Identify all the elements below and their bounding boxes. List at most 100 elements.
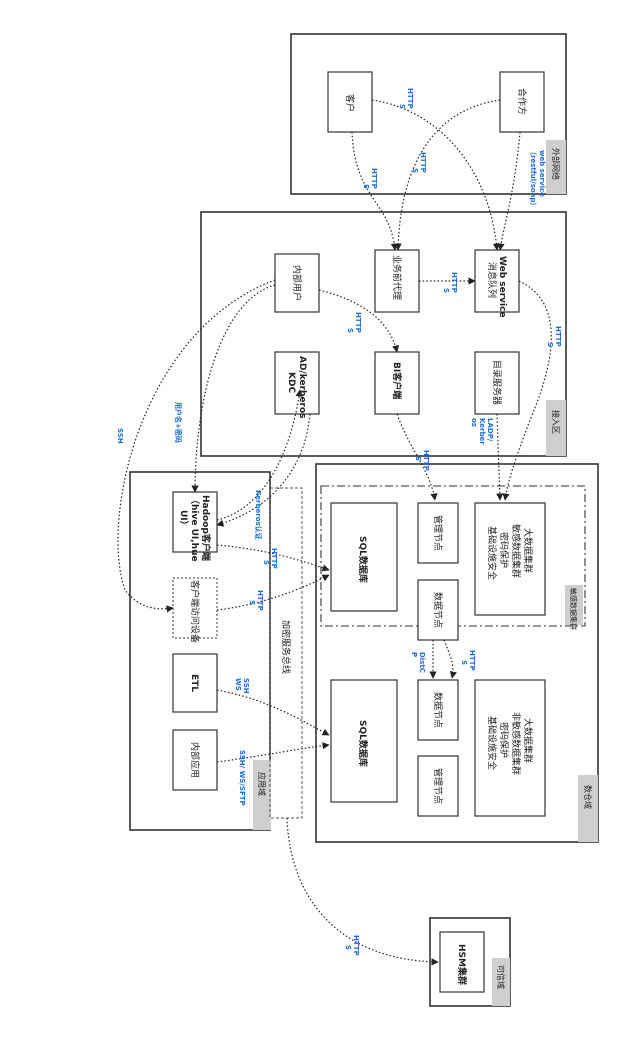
edge-directory-bigdata (496, 413, 504, 501)
edge-label-https-11: HTTP S (344, 935, 360, 956)
encryption-bus (269, 487, 303, 819)
node-hadoop-client-label3: UI） (178, 510, 189, 530)
node-bigdata-1-line4: 基础设施安全 (486, 526, 498, 580)
node-data-node-2-label: 数据节点 (432, 692, 444, 728)
edge-kdc-hadoop (216, 413, 311, 527)
zone-sensitive-title: 敏感数据集群 (569, 588, 578, 630)
edge-label-https-4: HTTP S (442, 272, 458, 293)
node-partner-label: 合作方 (516, 88, 528, 115)
edge-label-https-7: HTTP S (414, 450, 430, 471)
zone-application-title: 应用域 (257, 772, 267, 796)
svg-text:LADP/: LADP/ (486, 418, 494, 442)
edge-label-ssh-sftp: SSH/ WS/SFTP (238, 750, 246, 806)
edge-label-ssh: SSH (116, 428, 124, 444)
svg-text:HTTP: HTTP (370, 168, 378, 189)
edge-etl-sqldb (216, 689, 330, 736)
edge-label-https-2: HTTP S (411, 152, 427, 173)
node-client-access-label: 客户端访问设备 (189, 580, 201, 643)
edge-label-https-9: HTTP S (248, 590, 264, 611)
node-sql-db-1-label: SQL数据库 (357, 536, 369, 583)
node-mgmt-node-2 (417, 755, 459, 817)
node-hsm (439, 931, 485, 993)
svg-text:S: S (248, 600, 256, 605)
node-hadoop-client-label1: Hadoop客户端 (200, 495, 212, 561)
node-customer (327, 71, 373, 133)
edge-label-https-1: HTTP S (398, 88, 414, 109)
zone-application-tab (253, 760, 271, 830)
zone-external-title: 外部网络 (551, 148, 561, 180)
zone-access-tab (546, 400, 566, 456)
edge-label-user-pass: 用户名+密码 (174, 402, 183, 443)
edge-bi-mgmt (396, 413, 438, 501)
node-business-proxy-label: 业务前代理 (391, 255, 403, 300)
edge-webservice-bigdata (502, 280, 552, 501)
svg-text:os: os (470, 418, 478, 427)
node-web-service-label: Web service (497, 256, 507, 318)
node-ad-kdc-label1: AD/kerberos (297, 356, 307, 419)
svg-text:S: S (362, 184, 370, 189)
edge-label-distcp: DistC P (410, 652, 426, 673)
node-bigdata-2-line1: 大数据集群 (522, 718, 534, 763)
node-bigdata-1 (474, 502, 546, 616)
node-bigdata-1-line1: 大数据集群 (522, 528, 534, 573)
node-etl-label: ETL (189, 674, 199, 692)
svg-text:HTTP: HTTP (468, 650, 476, 671)
node-etl (172, 653, 218, 713)
svg-text:S: S (442, 288, 450, 293)
node-sql-db-2 (330, 679, 398, 803)
node-partner (499, 71, 545, 133)
node-data-node-1 (417, 579, 459, 641)
svg-text:S: S (344, 945, 352, 950)
node-data-node-1-label: 数据节点 (432, 592, 444, 628)
node-business-proxy (374, 249, 420, 313)
edge-label-https-8: HTTP S (262, 548, 278, 569)
svg-text:HTTP: HTTP (554, 326, 562, 347)
edge-label-https-10: HTTP S (460, 650, 476, 671)
svg-text:P: P (410, 652, 418, 657)
edge-label-https-5: HTTP S (346, 312, 362, 333)
node-ad-kdc-label2: KDC (286, 372, 296, 393)
svg-text:HTTP: HTTP (419, 152, 427, 173)
edge-app-sqldb (216, 742, 330, 763)
svg-text:web service: web service (538, 150, 546, 197)
zone-external-tab (546, 140, 566, 194)
svg-text:HTTP: HTTP (406, 88, 414, 109)
edge-customer-webservice (371, 99, 501, 251)
edge-user-clientaccess (117, 279, 276, 613)
svg-text:HTTP: HTTP (352, 935, 360, 956)
node-ad-kdc (274, 351, 320, 415)
edge-label-webservice: web service （restful/soap） (529, 148, 546, 209)
node-bigdata-2-line2: 非敏感数据集群 (510, 712, 522, 775)
edge-user-hadoop (191, 284, 276, 493)
edge-datanode-right (443, 639, 457, 679)
node-bi-client-label: BI客户端 (391, 362, 403, 399)
edge-partner-webservice (497, 131, 521, 251)
edge-user-bi (318, 289, 400, 353)
zone-access-title: 接入区 (551, 410, 561, 434)
zone-datawarehouse (315, 463, 599, 843)
node-web-service (474, 249, 520, 313)
svg-text:S: S (411, 168, 419, 173)
node-mgmt-node-1-label: 管理节点 (432, 515, 444, 551)
node-client-access (172, 577, 218, 639)
edge-hadoop-sqldb (216, 544, 330, 572)
svg-text:DistC: DistC (418, 652, 426, 673)
node-internal-app-label: 内部应用 (189, 742, 201, 778)
node-bigdata-2 (474, 679, 546, 817)
svg-text:S: S (346, 328, 354, 333)
encryption-bus-label: 加密服务总线 (280, 620, 292, 674)
svg-text:S: S (262, 560, 270, 565)
svg-text:HTTP: HTTP (422, 450, 430, 471)
node-bigdata-2-line4: 基础设施安全 (486, 716, 498, 770)
edge-label-https-3: HTTP S (362, 168, 378, 189)
edge-partner-proxy (394, 99, 501, 251)
node-internal-app (172, 729, 218, 791)
node-sql-db-2-label: SQL数据库 (357, 720, 369, 767)
zone-sensitive-tab (565, 585, 583, 625)
svg-text:S: S (398, 104, 406, 109)
edge-label-https-6: HTTP S (546, 326, 562, 347)
svg-text:WS: WS (234, 678, 242, 691)
node-mgmt-node-2-label: 管理节点 (432, 768, 444, 804)
zone-trusted-tab (492, 958, 510, 1006)
